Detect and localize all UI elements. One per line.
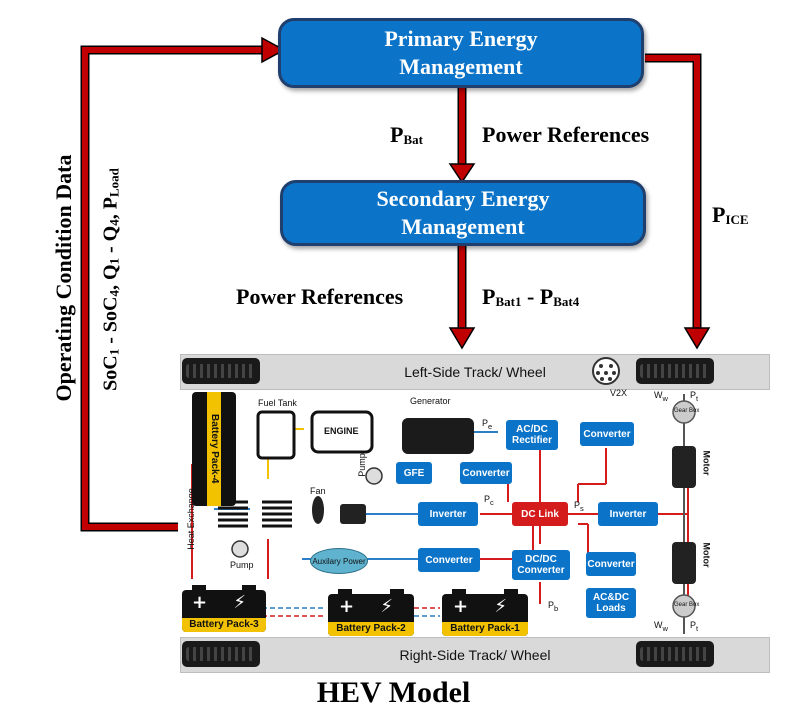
battery-pack-4: Battery Pack-4 <box>192 392 236 506</box>
ww-top-label: Ww <box>654 390 668 403</box>
v2x-label: V2X <box>610 388 628 398</box>
secondary-box-line1: Secondary Energy <box>376 186 550 211</box>
hev-model-diagram: Left-Side Track/ Wheel Right-Side Track/… <box>178 354 770 673</box>
primary-energy-management-box: Primary Energy Management <box>278 18 644 88</box>
fan-label: Fan <box>310 486 326 496</box>
right-side-track-label: Right-Side Track/ Wheel <box>399 647 551 663</box>
primary-box-line1: Primary Energy <box>384 26 538 51</box>
engine-icon <box>310 410 374 454</box>
gfe-block: GFE <box>396 462 432 484</box>
pump-icon <box>231 540 249 558</box>
pbat-label: PBat <box>390 122 423 147</box>
hev-model-title: HEV Model <box>316 676 471 709</box>
secondary-box-line2: Management <box>401 214 525 239</box>
left-side-track-label: Left-Side Track/ Wheel <box>404 364 546 380</box>
converter-aux-block: Converter <box>418 548 480 572</box>
primary-box-line2: Management <box>399 54 523 79</box>
gear-box-icon <box>672 400 696 424</box>
converter-v2x-block: Converter <box>580 422 634 446</box>
pump-bottom-label: Pump <box>230 560 254 570</box>
fuel-tank-icon <box>256 410 296 460</box>
motor-icon <box>672 542 696 584</box>
pbat1-pbat4-label: PBat1 - PBat4 <box>482 284 580 309</box>
fuel-tank-label: Fuel Tank <box>258 398 297 408</box>
motor-icon <box>672 446 696 488</box>
converter-gfe-block: Converter <box>460 462 512 484</box>
soc-q-pload-label: SoC1 - SoC4, Q1 - Q4, PLoad <box>99 168 122 391</box>
engine-label: ENGINE <box>324 426 359 436</box>
pice-label: PICE <box>712 202 749 227</box>
hev-wiring <box>191 357 696 634</box>
generator-label: Generator <box>410 396 451 406</box>
battery-pack-3: + ⚡ − Battery Pack-3 <box>182 585 266 634</box>
fan-icon <box>312 496 324 524</box>
acdc-rectifier-block: AC/DC Rectifier <box>506 420 558 450</box>
pump-top-label: Pump <box>356 453 367 477</box>
tire-icon <box>636 641 714 667</box>
tire-icon <box>182 641 260 667</box>
tire-icon <box>182 358 260 384</box>
acdc-loads-block: AC&DC Loads <box>586 588 636 618</box>
pb-label: Pb <box>548 600 559 613</box>
ww-bottom-label: Ww <box>654 620 668 633</box>
inverter-left-block: Inverter <box>418 502 478 526</box>
pc-label: Pc <box>484 494 494 507</box>
dc-link-block: DC Link <box>512 502 568 526</box>
power-references-top-label: Power References <box>482 122 650 147</box>
motor-bottom-label: Motor <box>701 542 712 568</box>
gear-box-icon <box>672 594 696 618</box>
pt-bottom-label: Pt <box>690 620 699 633</box>
ps-label: Ps <box>574 500 584 513</box>
battery-pack-1: + ⚡ − Battery Pack-1 <box>442 589 528 638</box>
pt-top-label: Pt <box>690 390 699 403</box>
battery-pack-2-label: Battery Pack-2 <box>328 622 414 636</box>
auxiliary-power-block: Auxilary Power <box>310 548 368 574</box>
pice-arrow <box>645 53 702 332</box>
tire-icon <box>636 358 714 384</box>
pump-icon <box>365 467 383 485</box>
gear-box-label: Gear Box <box>674 602 700 608</box>
converter-loads-block: Converter <box>586 552 636 576</box>
battery-pack-2: + ⚡ − Battery Pack-2 <box>328 589 414 638</box>
gear-box-label: Gear Box <box>674 408 700 414</box>
motor-top-label: Motor <box>701 450 712 476</box>
generator-icon <box>402 418 474 454</box>
battery-pack-1-label: Battery Pack-1 <box>442 622 528 636</box>
power-references-bottom-label: Power References <box>236 284 404 309</box>
fan-motor-icon <box>340 504 366 524</box>
battery-pack-3-label: Battery Pack-3 <box>182 618 266 632</box>
pe-label: Pe <box>482 418 493 431</box>
inverter-right-block: Inverter <box>598 502 658 526</box>
operating-condition-data-label: Operating Condition Data <box>51 154 76 402</box>
battery-pack-4-label: Battery Pack-4 <box>207 392 221 506</box>
secondary-energy-management-box: Secondary Energy Management <box>280 180 646 246</box>
dcdc-converter-block: DC/DC Converter <box>512 550 570 580</box>
